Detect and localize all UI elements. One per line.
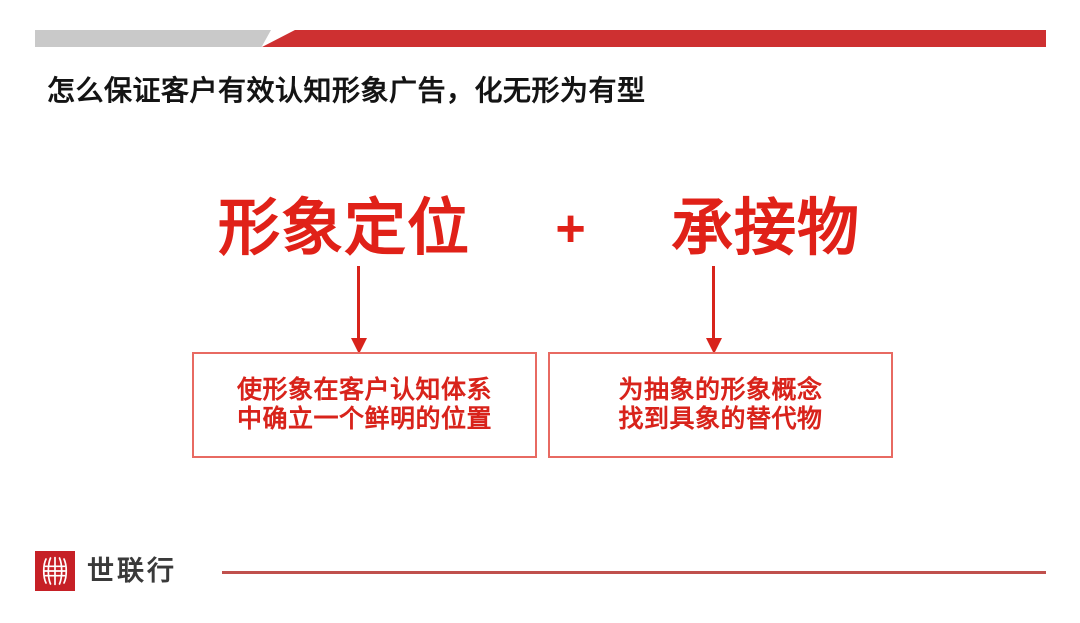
callout-box-left: 使形象在客户认知体系 中确立一个鲜明的位置 <box>192 352 537 458</box>
header-bar-red-segment <box>262 30 1046 47</box>
header-bar-gray-segment <box>35 30 271 47</box>
down-arrow-icon-right <box>705 266 723 354</box>
headline-right-term: 承接物 <box>670 194 860 263</box>
headline-left-term: 形象定位 <box>218 194 471 263</box>
header-accent-bar <box>35 30 1046 47</box>
callout-box-right: 为抽象的形象概念 找到具象的替代物 <box>548 352 893 458</box>
headline-formula: 形象定位 + 承接物 <box>192 190 894 268</box>
brand-name: 世联行 <box>87 555 177 586</box>
footer-divider <box>222 571 1046 574</box>
arrow-head <box>706 338 722 354</box>
page-title: 怎么保证客户有效认知形象广告，化无形为有型 <box>47 75 646 106</box>
footer-brand: 世联行 <box>35 551 177 591</box>
arrow-head <box>351 338 367 354</box>
arrow-shaft <box>712 266 715 342</box>
globe-sphere-icon <box>35 551 75 591</box>
callout-box-left-text: 使形象在客户认知体系 中确立一个鲜明的位置 <box>236 375 492 434</box>
down-arrow-icon-left <box>350 266 368 354</box>
callout-box-right-text: 为抽象的形象概念 找到具象的替代物 <box>618 375 823 434</box>
plus-operator-icon: + <box>555 200 586 258</box>
arrow-shaft <box>357 266 360 342</box>
